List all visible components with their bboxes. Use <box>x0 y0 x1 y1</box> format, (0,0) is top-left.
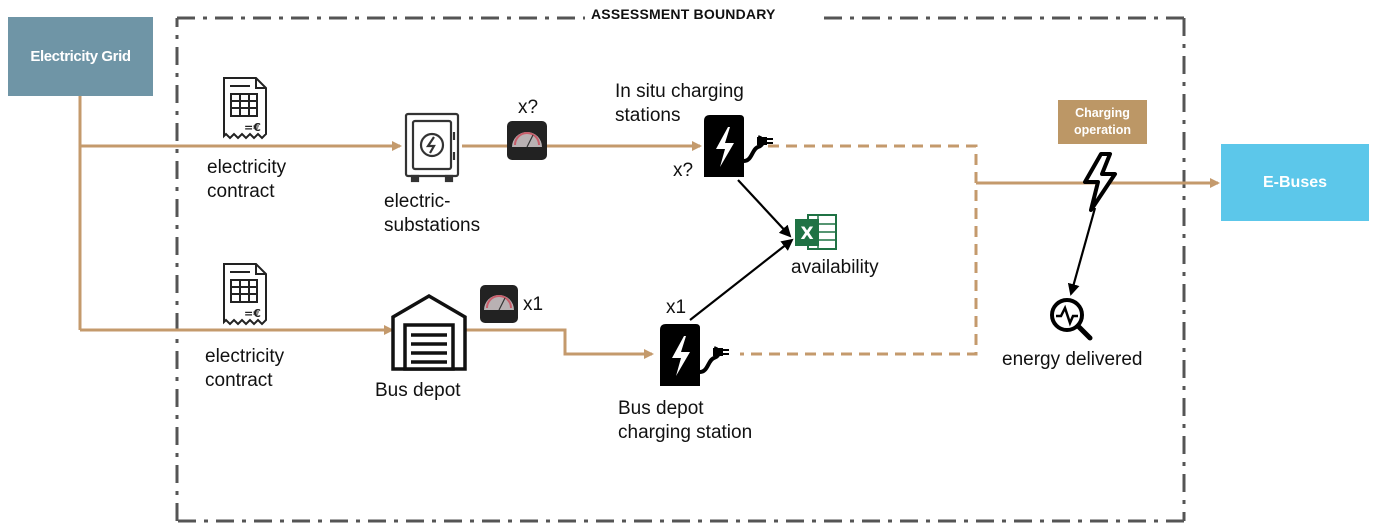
charging-dashed-lines <box>740 144 978 356</box>
availability-label: availability <box>791 257 879 278</box>
invoice-icon: =€ <box>223 77 267 140</box>
e-buses-node: E-Buses <box>1221 144 1369 221</box>
in-situ-charging-stations-label: In situ charging stations <box>615 81 744 126</box>
in-situ-station-count-label: x? <box>673 160 694 181</box>
svg-text:X: X <box>800 224 813 244</box>
energy-delivered-label: energy delivered <box>1002 349 1143 370</box>
electricity-contract-bottom-label: electricity contract <box>205 346 285 391</box>
meter-gauge-icon <box>507 121 547 160</box>
substation-meter-label: x? <box>518 97 539 118</box>
charging-operation-label: Charging operation <box>1074 106 1131 137</box>
electricity-contract-top-label: electricity contract <box>207 157 287 202</box>
charging-station-icon <box>704 115 773 177</box>
availability-arrows <box>689 179 1097 321</box>
e-buses-label: E-Buses <box>1262 173 1328 191</box>
bottom-flow-line-b <box>465 328 654 359</box>
svg-text:=€: =€ <box>244 307 261 320</box>
search-pulse-icon <box>1050 298 1093 341</box>
garage-icon <box>391 293 467 371</box>
depot-station-count-label: x1 <box>666 297 687 318</box>
electric-substations-label: electric- substations <box>384 191 481 236</box>
invoice-icon: =€ <box>223 263 267 326</box>
charging-station-icon <box>660 324 729 386</box>
boundary-title: ASSESSMENT BOUNDARY <box>591 6 776 22</box>
substation-safe-icon <box>404 112 460 183</box>
electricity-grid-label: Electricity Grid <box>30 48 131 65</box>
svg-text:=€: =€ <box>244 121 261 134</box>
depot-meter-label: x1 <box>523 294 544 315</box>
meter-gauge-icon <box>480 285 518 323</box>
assessment-boundary <box>175 16 1186 523</box>
electricity-grid-node: Electricity Grid <box>8 17 153 96</box>
bus-depot-charging-station-label: Bus depot charging station <box>618 398 753 443</box>
excel-icon: X <box>795 214 837 250</box>
lightning-icon <box>1083 152 1117 212</box>
charging-operation-node: Charging operation <box>1058 100 1147 144</box>
bus-depot-label: Bus depot <box>375 380 461 401</box>
